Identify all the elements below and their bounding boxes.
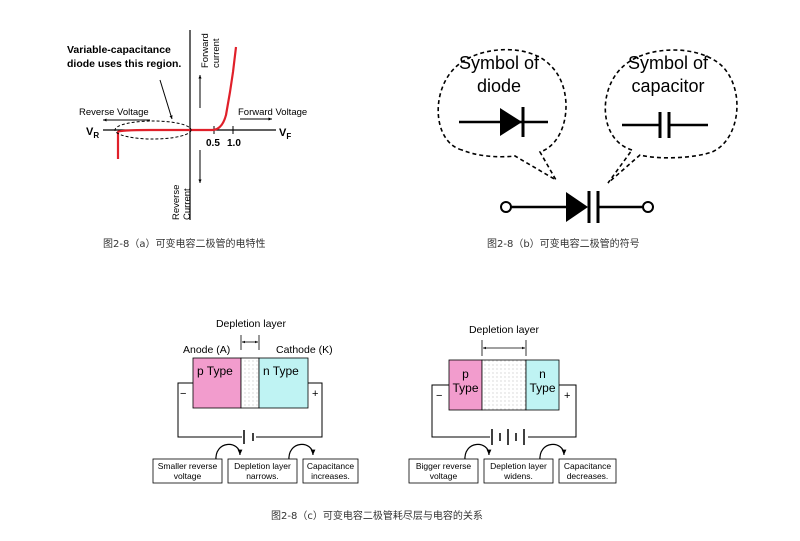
caption-a: 图2-8（a）可变电容二极管的电特性 bbox=[103, 239, 266, 250]
depletion-layer-label: Depletion layer bbox=[216, 318, 287, 330]
box3-line2: increases. bbox=[311, 471, 350, 481]
flow-arrow-1 bbox=[215, 443, 243, 462]
bubble1-line2: diode bbox=[477, 76, 521, 96]
box2-line2: narrows. bbox=[246, 471, 279, 481]
circuit-wire bbox=[177, 382, 323, 438]
capacitor-bubble bbox=[604, 49, 738, 184]
box2-line1: Depletion layer bbox=[490, 461, 547, 471]
vf-label: VF bbox=[279, 127, 291, 141]
fig-b-symbols: Symbol of diode Symbol of capacitor bbox=[437, 48, 738, 223]
smaller-reverse-voltage-box bbox=[152, 458, 223, 484]
p-region bbox=[448, 359, 483, 411]
depletion-narrows-box bbox=[227, 458, 298, 484]
capacitance-decreases-box bbox=[558, 458, 617, 484]
capacitance-increases-box bbox=[302, 458, 359, 484]
region-ellipse bbox=[114, 120, 192, 140]
capacitor-symbol-icon bbox=[622, 112, 708, 138]
box1-line2: voltage bbox=[430, 471, 458, 481]
reverse-current-label-1: Reverse bbox=[171, 185, 182, 220]
forward-voltage-label: Forward Voltage bbox=[238, 107, 307, 118]
depletion-region bbox=[481, 359, 527, 411]
fig-c-right-wide: p Type n Type Depletion layer − + Bigger… bbox=[408, 324, 617, 484]
bigger-reverse-voltage-box bbox=[408, 458, 479, 484]
depletion-widens-box bbox=[483, 458, 554, 484]
n-region bbox=[258, 357, 309, 409]
vr-label: VR bbox=[86, 126, 99, 140]
plus-sign: + bbox=[312, 388, 318, 400]
reverse-voltage-label: Reverse Voltage bbox=[79, 107, 149, 118]
circuit-wire bbox=[431, 384, 577, 438]
bubble2-line1: Symbol of bbox=[628, 53, 709, 73]
p-label: p bbox=[462, 367, 469, 381]
box2-line1: Depletion layer bbox=[234, 461, 291, 471]
flow-arrow-1 bbox=[464, 443, 492, 462]
cathode-label: Cathode (K) bbox=[276, 344, 333, 356]
flow-arrow-2 bbox=[288, 443, 316, 462]
forward-current-label-2: current bbox=[211, 38, 222, 68]
p-type-label: Type bbox=[452, 381, 478, 395]
caption-b: 图2-8（b）可变电容二极管的符号 bbox=[487, 239, 640, 250]
flow-arrow-2 bbox=[539, 443, 567, 462]
battery-icon bbox=[243, 430, 254, 444]
fig-a-iv-characteristic: Variable-capacitance diode uses this reg… bbox=[67, 30, 307, 220]
forward-current-label-1: Forward bbox=[200, 33, 211, 68]
box3-line1: Capacitance bbox=[307, 461, 355, 471]
minus-sign: − bbox=[180, 388, 186, 400]
box3-line2: decreases. bbox=[567, 471, 609, 481]
annotation-line2: diode uses this region. bbox=[67, 58, 181, 70]
box2-line2: widens. bbox=[503, 471, 533, 481]
box1-line2: voltage bbox=[174, 471, 202, 481]
battery-icon bbox=[491, 429, 525, 445]
n-label: n bbox=[539, 367, 546, 381]
diode-symbol-icon bbox=[459, 107, 548, 137]
caption-c: 图2-8（c）可变电容二极管耗尽层与电容的关系 bbox=[271, 511, 483, 522]
box1-line1: Bigger reverse bbox=[416, 461, 472, 471]
varactor-symbol-icon bbox=[500, 191, 654, 223]
depletion-region bbox=[240, 357, 260, 409]
fig-c-left-narrow: p Type n Type Depletion layer Anode (A) … bbox=[152, 318, 359, 484]
box3-line1: Capacitance bbox=[564, 461, 612, 471]
annotation-arrow bbox=[159, 79, 173, 120]
diode-bubble bbox=[437, 48, 567, 183]
iv-curve bbox=[116, 46, 238, 159]
minus-sign: − bbox=[436, 390, 442, 402]
tick-label-10: 1.0 bbox=[227, 138, 241, 149]
tick-label-05: 0.5 bbox=[206, 138, 220, 149]
anode-label: Anode (A) bbox=[183, 344, 230, 356]
annotation-line1: Variable-capacitance bbox=[67, 44, 171, 56]
p-type-label: p Type bbox=[197, 364, 233, 378]
n-type-label: Type bbox=[529, 381, 555, 395]
box1-line1: Smaller reverse bbox=[158, 461, 218, 471]
plus-sign: + bbox=[564, 390, 570, 402]
bubble1-line1: Symbol of bbox=[459, 53, 540, 73]
n-type-label: n Type bbox=[263, 364, 299, 378]
reverse-current-label-2: Current bbox=[182, 188, 193, 220]
depletion-layer-label: Depletion layer bbox=[469, 324, 540, 336]
bubble2-line2: capacitor bbox=[631, 76, 704, 96]
